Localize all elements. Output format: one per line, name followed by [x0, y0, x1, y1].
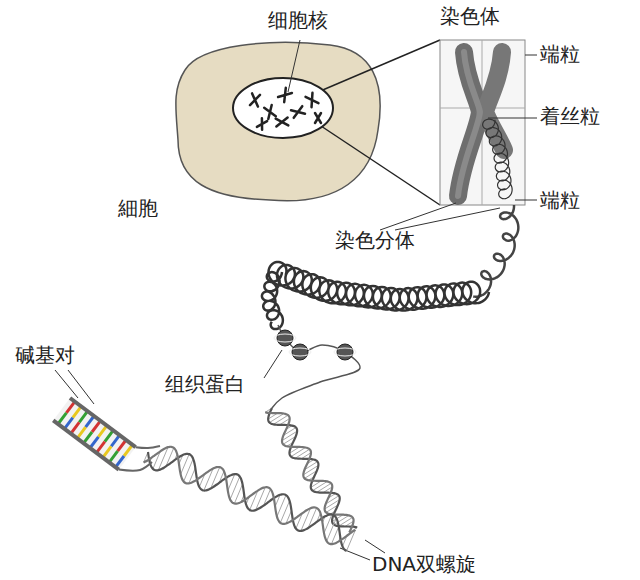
base-pair-ladder-part	[136, 446, 160, 448]
leader-lines-part	[264, 350, 282, 378]
nucleus-part-part	[264, 105, 276, 119]
nucleus-part-part	[315, 113, 321, 123]
part-label: 着丝粒	[540, 104, 600, 128]
leader-lines-part	[55, 370, 78, 398]
base-pair-ladder-part	[77, 427, 85, 438]
part-label: 端粒	[540, 42, 580, 66]
nucleus-part-part	[257, 118, 267, 130]
dna-helix-part	[273, 415, 288, 424]
leader-lines-part	[525, 55, 537, 56]
base-pair-ladder-part	[58, 413, 66, 424]
dna-helix	[144, 408, 358, 551]
cell	[176, 42, 380, 200]
chromatin-fiber-part	[269, 262, 489, 311]
part-label: 端粒	[540, 188, 580, 212]
base-pair-ladder-part	[96, 442, 104, 453]
part-label: 细胞核	[268, 8, 328, 32]
base-pair-ladder-part	[98, 426, 106, 437]
part-label: 染色分体	[335, 228, 415, 252]
dna-helix-part	[295, 449, 309, 458]
nucleosomes-part	[292, 344, 308, 360]
chromosome	[458, 52, 512, 199]
magnify-lines-part	[318, 40, 440, 92]
base-pair-ladder-part	[53, 420, 119, 469]
base-pair-ladder-part	[124, 445, 132, 456]
nucleus-part	[250, 88, 321, 130]
base-pair-ladder-part	[92, 421, 100, 432]
chromosome-part	[458, 52, 480, 196]
chromosome-part	[483, 119, 512, 199]
base-pair-ladder-part	[116, 456, 124, 467]
leader-lines-part	[380, 203, 456, 230]
base-pair-ladder-part	[90, 437, 98, 448]
nucleosomes-part	[277, 330, 293, 346]
base-pair-ladder-part	[66, 402, 74, 413]
base-pair-ladder-part	[73, 406, 81, 417]
dna-helix-part	[339, 517, 353, 526]
dna-helix-part	[230, 477, 240, 500]
dna-helix-part	[144, 447, 356, 544]
dna-helix-part	[148, 452, 347, 551]
base-pair-ladder-part	[118, 440, 126, 451]
base-pair-ladder-part	[109, 451, 117, 462]
leader-lines-part	[365, 540, 385, 553]
nucleus-part-part	[250, 93, 260, 106]
base-pair-ladder-part	[79, 411, 87, 422]
part-label: 細胞	[118, 196, 158, 220]
base-pair-ladder-part	[105, 430, 113, 441]
base-pair-ladder	[53, 398, 160, 471]
chromosome-part	[458, 52, 480, 196]
leader-lines-part	[488, 118, 537, 119]
nucleus-part-part	[276, 117, 289, 126]
base-pair-ladder-part	[111, 435, 119, 446]
part-label: DNA双螺旋	[372, 552, 476, 576]
leader-lines-part	[395, 208, 500, 230]
part-label: 染色体	[440, 4, 500, 28]
dna-helix-part	[184, 459, 194, 482]
dna-helix-part	[291, 447, 306, 456]
chromatin-fiber-part	[272, 325, 360, 408]
nucleus-part	[233, 78, 333, 138]
dna-helix-part	[317, 483, 331, 492]
nucleosomes-part	[337, 344, 353, 360]
part-label: 组织蛋白	[165, 372, 245, 396]
leader-lines-part	[288, 40, 300, 92]
nucleosomes-part	[289, 348, 311, 356]
nucleosomes	[274, 330, 356, 360]
base-pair-ladder-part	[103, 446, 111, 457]
base-pair-ladder-part	[84, 432, 92, 443]
chromatin-fiber-part	[473, 205, 518, 297]
leader-lines-part	[515, 200, 537, 201]
nucleosomes-part	[274, 334, 296, 342]
dna-helix-part	[269, 414, 283, 423]
part-label: 碱基对	[15, 343, 75, 367]
magnify-lines-part	[318, 124, 440, 205]
leader-lines	[55, 40, 537, 560]
dna-helix-part	[268, 408, 357, 527]
chromosome-box-part	[440, 40, 525, 205]
dna-helix-part	[327, 518, 337, 541]
nucleus	[233, 78, 333, 138]
base-pair-ladder-part	[53, 398, 135, 470]
nucleosomes-part	[334, 348, 356, 356]
chromatin-fiber	[262, 205, 518, 408]
nucleus-part-part	[278, 88, 292, 102]
chromosome-box	[440, 40, 525, 205]
base-pair-ladder-part	[119, 462, 152, 471]
base-pair-ladder-part	[64, 418, 72, 429]
nucleus-part-part	[306, 93, 319, 107]
cell-part	[176, 42, 380, 200]
dna-helix-part	[313, 481, 328, 490]
magnify-lines	[318, 40, 440, 205]
base-pair-ladder-part	[71, 422, 79, 433]
base-pair-ladder-part	[86, 416, 94, 427]
nucleus-part-part	[291, 106, 305, 118]
chromatin-fiber-part	[262, 272, 283, 329]
dna-helix-part	[265, 412, 353, 532]
